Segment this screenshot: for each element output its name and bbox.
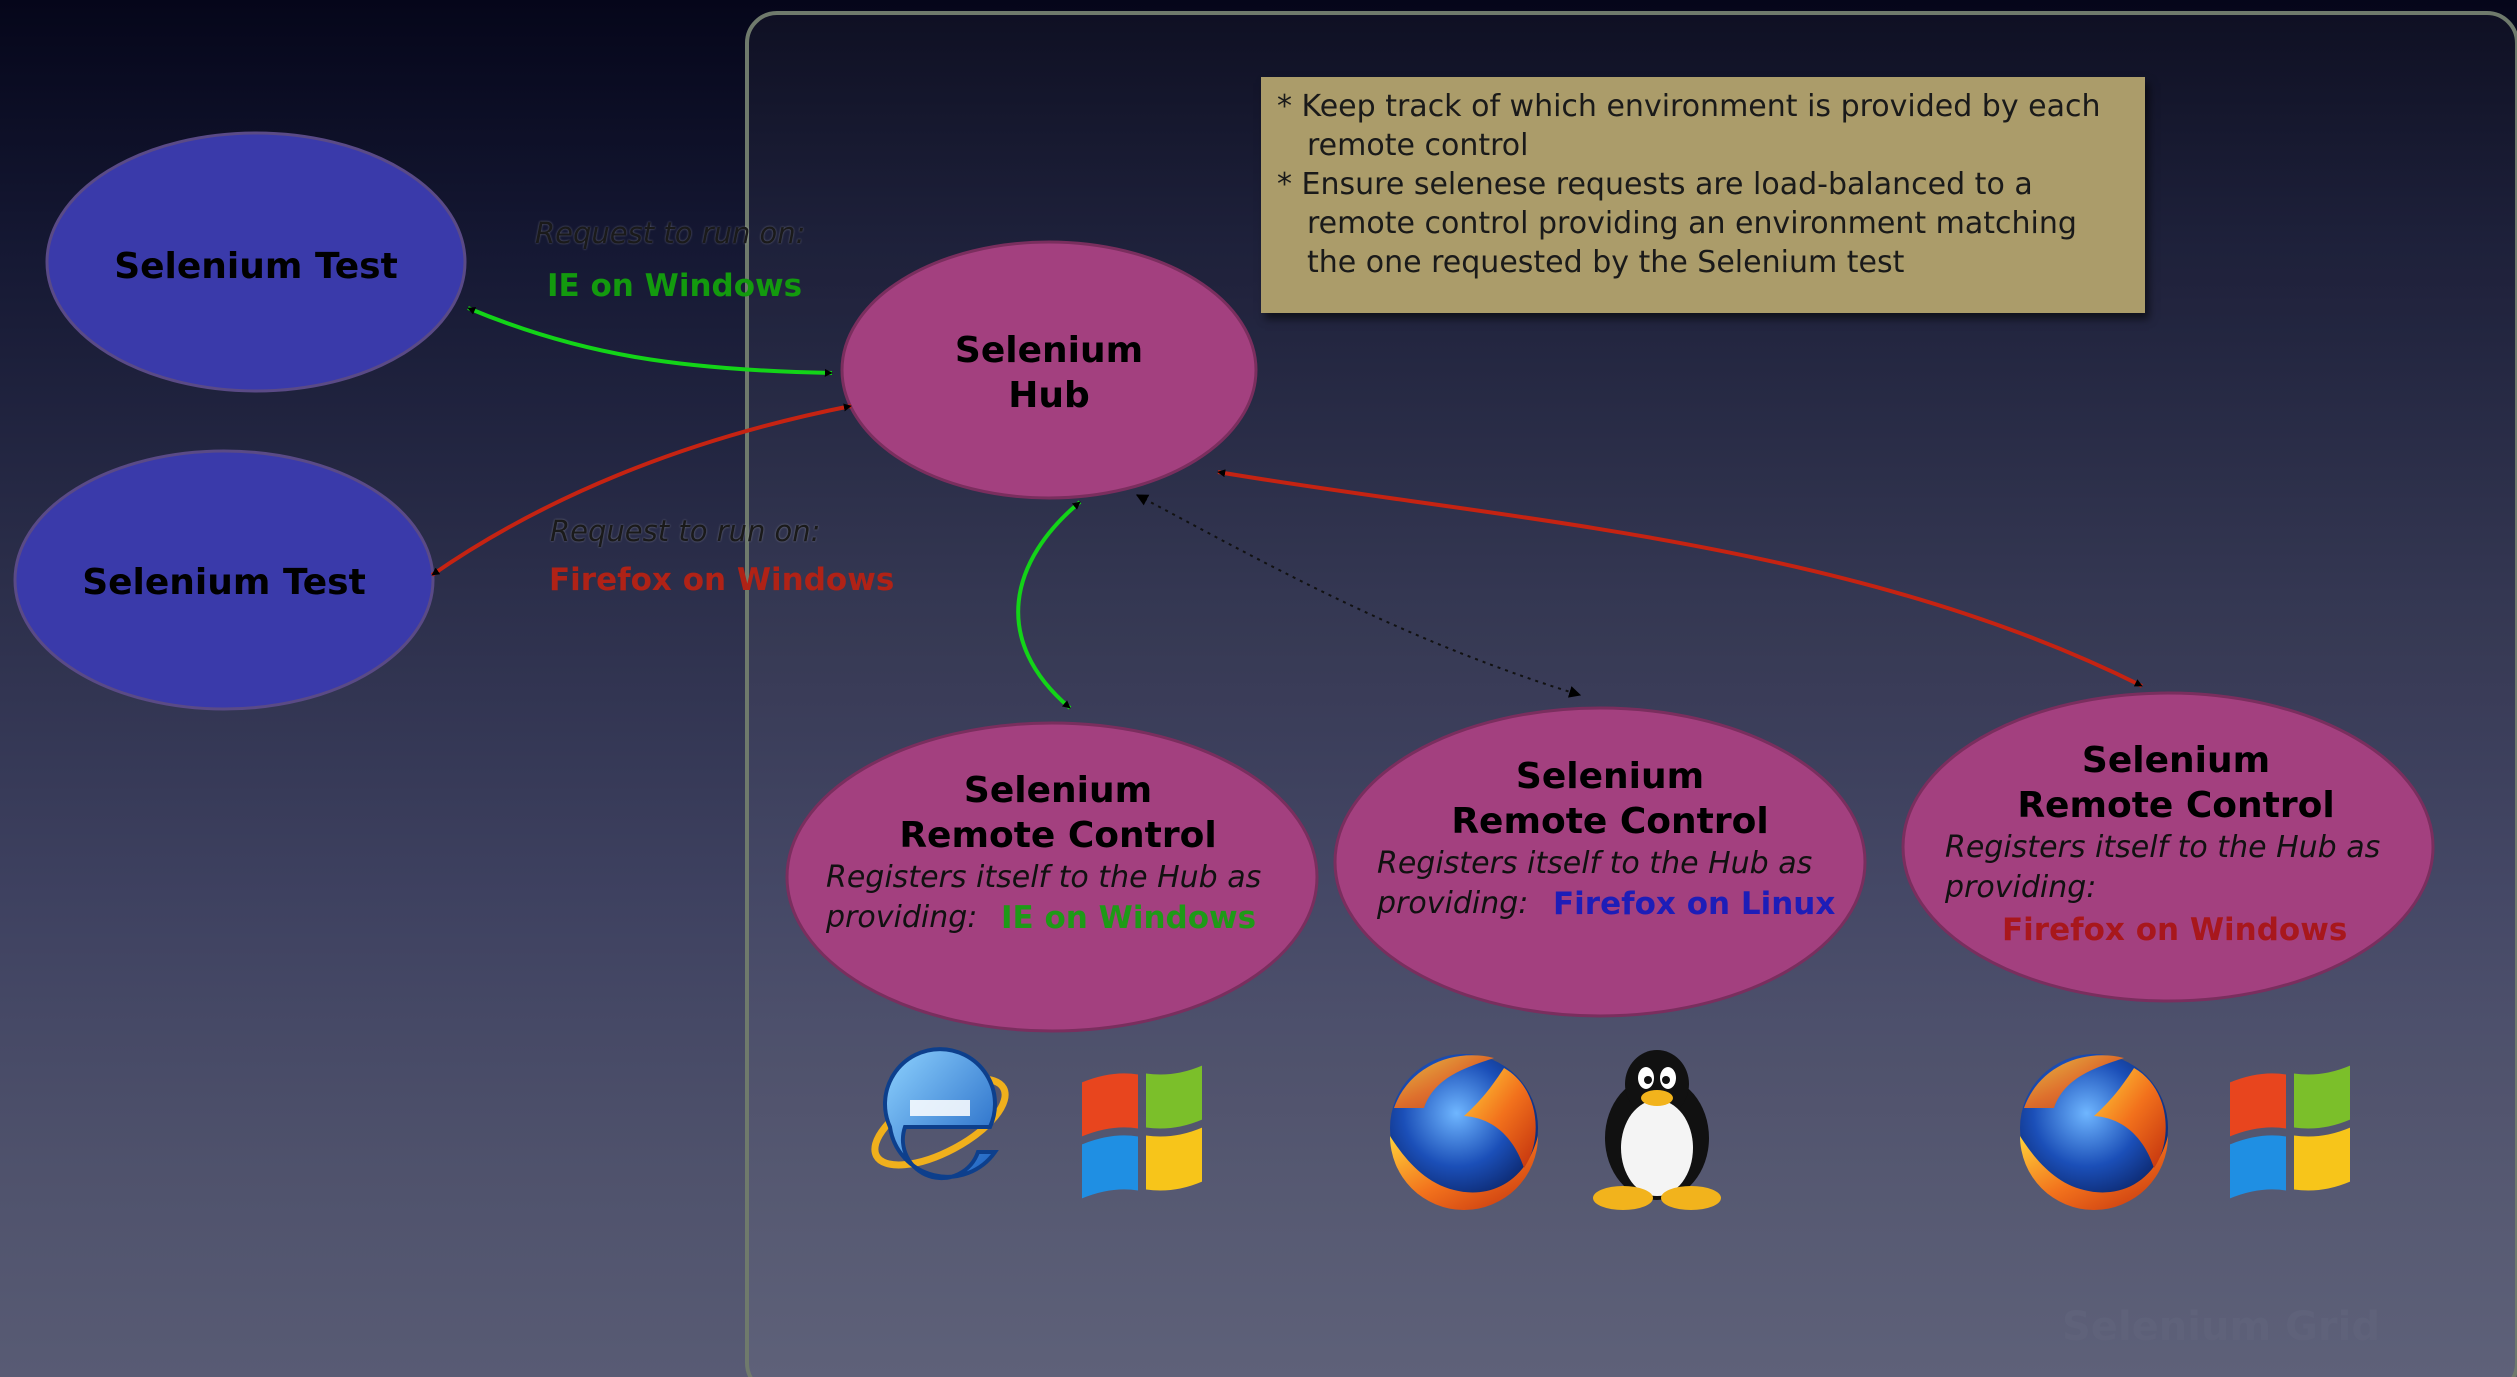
rc3-environment: Firefox on Windows (2002, 912, 2348, 948)
rc3-title-line1: Selenium (2081, 740, 2271, 781)
note-line-3: * Ensure selenese requests are load-bala… (1277, 167, 2033, 202)
selenium-test-label-2: Selenium Test (82, 562, 366, 603)
green-request-arrow (467, 306, 833, 377)
rc3-providing-text: providing: (1945, 870, 2097, 905)
windows-logo-icon (1082, 1065, 1202, 1199)
selenium-grid-label: Selenium Grid (2062, 1304, 2380, 1350)
hub-rc1-arrow (1016, 500, 1082, 710)
rc1-title-line2: Remote Control (899, 815, 1217, 856)
windows-logo-icon (2230, 1065, 2350, 1199)
request-environment-1: IE on Windows (547, 268, 803, 304)
remote-control-node-3 (1901, 691, 2435, 1003)
rc1-registers-text: Registers itself to the Hub as (826, 860, 1262, 895)
remote-control-node-1 (785, 721, 1319, 1033)
hub-rc3-arrow (1217, 469, 2143, 688)
hub-title-line1: Selenium (954, 330, 1144, 371)
selenium-test-node-2 (13, 449, 435, 711)
note-line-5: the one requested by the Selenium test (1307, 245, 1905, 280)
rc1-title-line1: Selenium (963, 770, 1153, 811)
rc2-registers-text: Registers itself to the Hub as (1377, 846, 1813, 881)
linux-tux-icon (1593, 1050, 1721, 1210)
rc2-title-line1: Selenium (1515, 756, 1705, 797)
internet-explorer-icon (871, 1047, 1009, 1181)
hub-responsibilities-note: * Keep track of which environment is pro… (1261, 77, 2145, 313)
remote-control-node-2 (1333, 706, 1867, 1018)
selenium-test-label-1: Selenium Test (114, 246, 398, 287)
rc3-title-line2: Remote Control (2017, 785, 2335, 826)
note-line-2: remote control (1307, 128, 1529, 163)
rc2-title-line2: Remote Control (1451, 801, 1769, 842)
rc2-environment: Firefox on Linux (1553, 886, 1836, 922)
request-caption-2: Request to run on: (550, 514, 821, 548)
note-line-1: * Keep track of which environment is pro… (1277, 89, 2101, 124)
selenium-test-node-1 (45, 131, 467, 393)
rc1-providing-text: providing: (826, 900, 978, 935)
rc1-environment: IE on Windows (1001, 900, 1257, 936)
firefox-icon (2020, 1054, 2168, 1210)
firefox-icon (1390, 1054, 1538, 1210)
rc2-providing-text: providing: (1377, 886, 1529, 921)
rc3-registers-text: Registers itself to the Hub as (1945, 830, 2381, 865)
request-caption-1: Request to run on: (535, 216, 806, 250)
hub-title-line2: Hub (1008, 375, 1090, 416)
request-environment-2: Firefox on Windows (549, 562, 895, 598)
note-line-4: remote control providing an environment … (1307, 206, 2077, 241)
hub-node (840, 240, 1258, 500)
red-request-arrow (430, 403, 852, 577)
